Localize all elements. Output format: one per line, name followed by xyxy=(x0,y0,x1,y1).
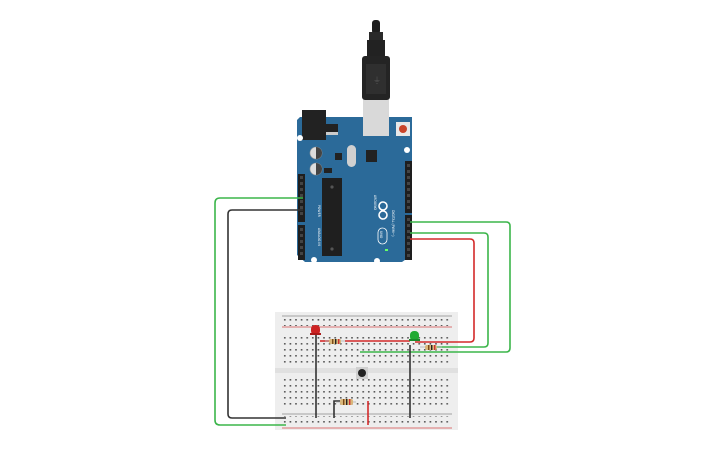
arduino-logo xyxy=(377,201,388,245)
usb-port xyxy=(363,112,389,136)
resistor-green-led[interactable] xyxy=(420,345,442,350)
wire-pin6 xyxy=(360,221,511,353)
atmega-chip xyxy=(322,178,342,256)
wire-gnd xyxy=(227,209,303,419)
arduino-uno-board[interactable]: ARDUINO UNO DIGITAL (PWM~) POWER ANALOG … xyxy=(297,110,412,264)
svg-text:⏚: ⏚ xyxy=(373,76,381,85)
analog-section-label: ANALOG IN xyxy=(317,228,321,246)
pushbutton[interactable] xyxy=(356,367,368,379)
red-led[interactable] xyxy=(310,325,321,335)
digital-header-high[interactable] xyxy=(405,161,412,213)
green-led[interactable] xyxy=(409,331,420,341)
wire-pin5 xyxy=(410,232,489,348)
wires xyxy=(214,197,511,426)
wire-pin3 xyxy=(410,238,475,343)
resistor-button[interactable] xyxy=(336,399,356,405)
wire-5v xyxy=(214,197,303,426)
power-section-label: POWER xyxy=(317,205,321,218)
digital-section-label: DIGITAL (PWM~) xyxy=(391,210,395,236)
brand-label: ARDUINO xyxy=(373,195,377,211)
model-label: UNO xyxy=(379,231,383,239)
power-jack xyxy=(302,110,326,140)
jumper-button-gnd xyxy=(333,400,340,418)
resistor-red-led[interactable] xyxy=(325,339,345,344)
